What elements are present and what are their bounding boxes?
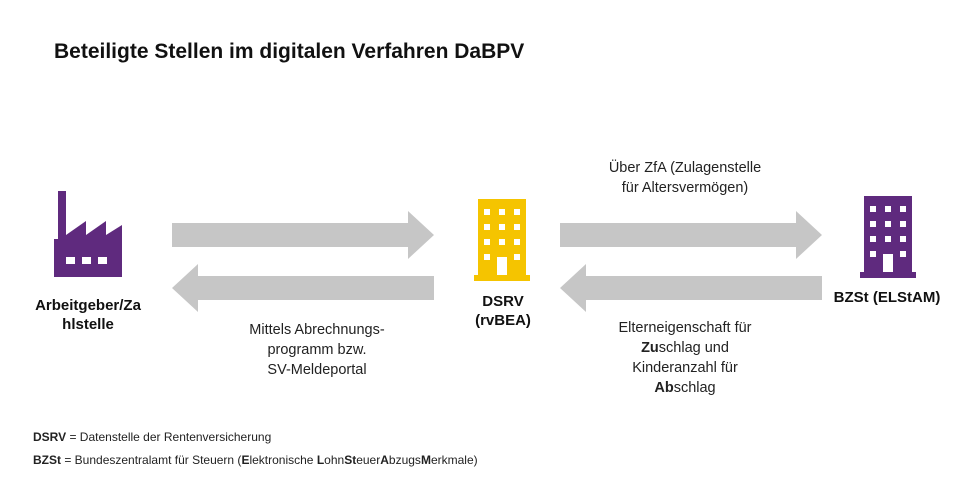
dsrv-label: DSRV (rvBEA) — [475, 293, 531, 329]
bzst-label: BZSt (ELStAM) — [833, 289, 941, 306]
arrow-bzst-to-dsrv — [560, 264, 822, 312]
page-title: Beteiligte Stellen im digitalen Verfahre… — [54, 40, 525, 63]
employer-label: Arbeitgeber/Za hlstelle — [35, 297, 141, 333]
arrow-dsrv-to-employer — [172, 264, 434, 312]
office-building-icon — [474, 199, 530, 281]
legend-bzst: BZSt = Bundeszentralamt für Steuern (Ele… — [33, 453, 478, 467]
arrow-employer-to-dsrv — [172, 211, 434, 259]
office-building-icon — [860, 196, 916, 278]
arrow-dsrv-to-bzst — [560, 211, 822, 259]
caption-zfa: Über ZfA (Zulagenstelle für Altersvermög… — [608, 160, 762, 196]
caption-abrechnungsprogramm: Mittels Abrechnungs- programm bzw. SV-Me… — [249, 322, 385, 378]
legend-dsrv: DSRV = Datenstelle der Rentenversicherun… — [33, 430, 272, 444]
factory-icon — [52, 191, 124, 279]
caption-elterneigenschaft: Elterneigenschaft für Zuschlag und Kinde… — [618, 320, 752, 396]
